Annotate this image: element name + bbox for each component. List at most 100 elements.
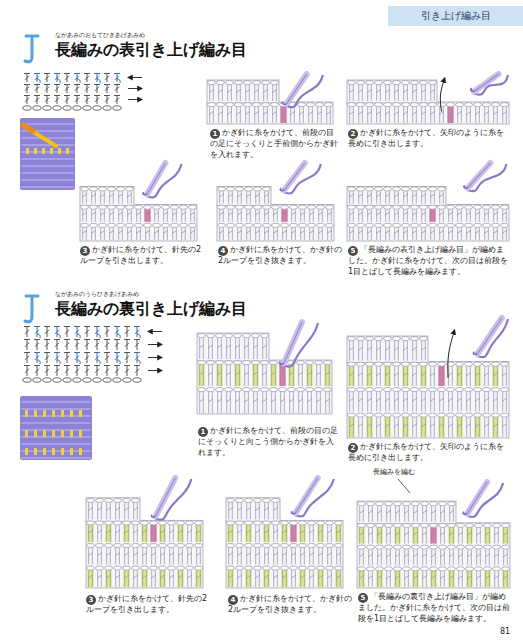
stitch-post [367, 210, 372, 222]
stitch-post [475, 107, 480, 123]
stitch-post [385, 85, 390, 101]
chain-symbol [33, 378, 41, 382]
stitch-post [494, 550, 499, 566]
stitch-top [208, 103, 216, 107]
stitch-top [177, 566, 185, 570]
stitch-post [421, 85, 426, 101]
stitch-highlight [150, 525, 156, 542]
crochet-hook [284, 322, 302, 363]
stitch-top [403, 523, 411, 527]
stitch-post [412, 367, 417, 387]
stitch-post [449, 550, 454, 566]
stitch-post [88, 503, 93, 520]
stitch-post [413, 528, 418, 544]
stitch-highlight [87, 570, 93, 587]
yellow-stitch [70, 430, 73, 437]
stitch-top [335, 566, 343, 570]
crochet-hook-edge [147, 163, 165, 194]
stitch-top [366, 337, 374, 341]
stitch-post [457, 418, 462, 438]
stitch-post [502, 418, 507, 438]
stitch-top [236, 566, 244, 570]
stitch-top [315, 361, 323, 365]
stitch-top [126, 223, 134, 227]
chain-symbol [103, 106, 111, 110]
stitch-post [394, 107, 399, 123]
swatch-row [21, 123, 74, 125]
stitch-top [420, 388, 428, 392]
stitch-post [377, 506, 382, 522]
stitch-top [439, 545, 447, 549]
header-tab: 引き上げ編み目 [388, 6, 523, 26]
stitch-top [270, 361, 278, 365]
stitch-top [429, 103, 437, 107]
stitch-top [385, 567, 393, 571]
stitch-post [476, 571, 481, 587]
swatch-row [21, 144, 74, 146]
stitch-top [90, 223, 98, 227]
stitch-post [458, 528, 463, 544]
stitch-top [216, 334, 224, 338]
stitch-post [421, 367, 426, 387]
stitch-post [386, 506, 391, 522]
hook-tip [282, 102, 286, 105]
stitch-top [254, 543, 262, 547]
stitch-top [123, 566, 131, 570]
crochet-hook-edge [284, 322, 302, 363]
step-number: 2 [348, 443, 358, 453]
stitch-top [439, 502, 447, 506]
stitch-post [368, 550, 373, 566]
stitch-top [252, 334, 260, 338]
stitch-post [309, 548, 314, 565]
yellow-stitch [52, 448, 55, 455]
stitch-top [429, 223, 437, 227]
stitch-top [375, 187, 383, 191]
stitch-top [281, 521, 289, 525]
stitch-post [430, 228, 435, 240]
stitch-post [318, 210, 323, 222]
stitch-post [160, 570, 165, 587]
stitch-post [237, 228, 242, 240]
dc-symbol [64, 366, 70, 377]
stitch-top [411, 81, 419, 85]
dc-symbol [124, 327, 130, 338]
stitch-post [190, 210, 195, 222]
stitch-top [412, 523, 420, 527]
stitch-top [326, 543, 334, 547]
stitch-post [253, 365, 258, 386]
stitch-highlight [245, 570, 251, 587]
stitch-top [81, 187, 89, 191]
fabric-row [347, 186, 446, 205]
stitch-post [403, 85, 408, 101]
stitch-top [150, 543, 158, 547]
stitch-post [466, 418, 471, 438]
stitch-post [358, 107, 363, 123]
stitch-top [366, 187, 374, 191]
stitch-post [448, 107, 453, 123]
stitch-top [474, 205, 482, 209]
step-caption: かぎ針に糸をかけて、前段の目の足にそっくりと手前側からかぎ針を入れます。 [210, 128, 338, 160]
stitch-post [263, 107, 268, 123]
step-caption: かぎ針に糸をかけて、矢印のように糸を長めに引き出します。 [348, 442, 510, 464]
stitch-top [117, 223, 125, 227]
stitch-top [144, 223, 152, 227]
stitch-top [236, 223, 244, 227]
stitch-post [133, 525, 138, 542]
stitch-top [430, 567, 438, 571]
chain-symbol [113, 378, 121, 382]
swatch-row [21, 408, 91, 410]
stitch-top [254, 223, 262, 227]
stitch-highlight [492, 417, 498, 437]
stitch-post [326, 107, 331, 123]
stitch-post [466, 107, 471, 123]
stitch-post [394, 367, 399, 387]
step-number: 5 [358, 593, 368, 603]
stitch-highlight [299, 570, 305, 587]
stitch-post [181, 228, 186, 240]
stitch-post [403, 191, 408, 203]
stitch-post [228, 228, 233, 240]
dc-symbol [54, 96, 60, 105]
row-direction-arrow [148, 357, 162, 358]
stitch-post [367, 107, 372, 123]
